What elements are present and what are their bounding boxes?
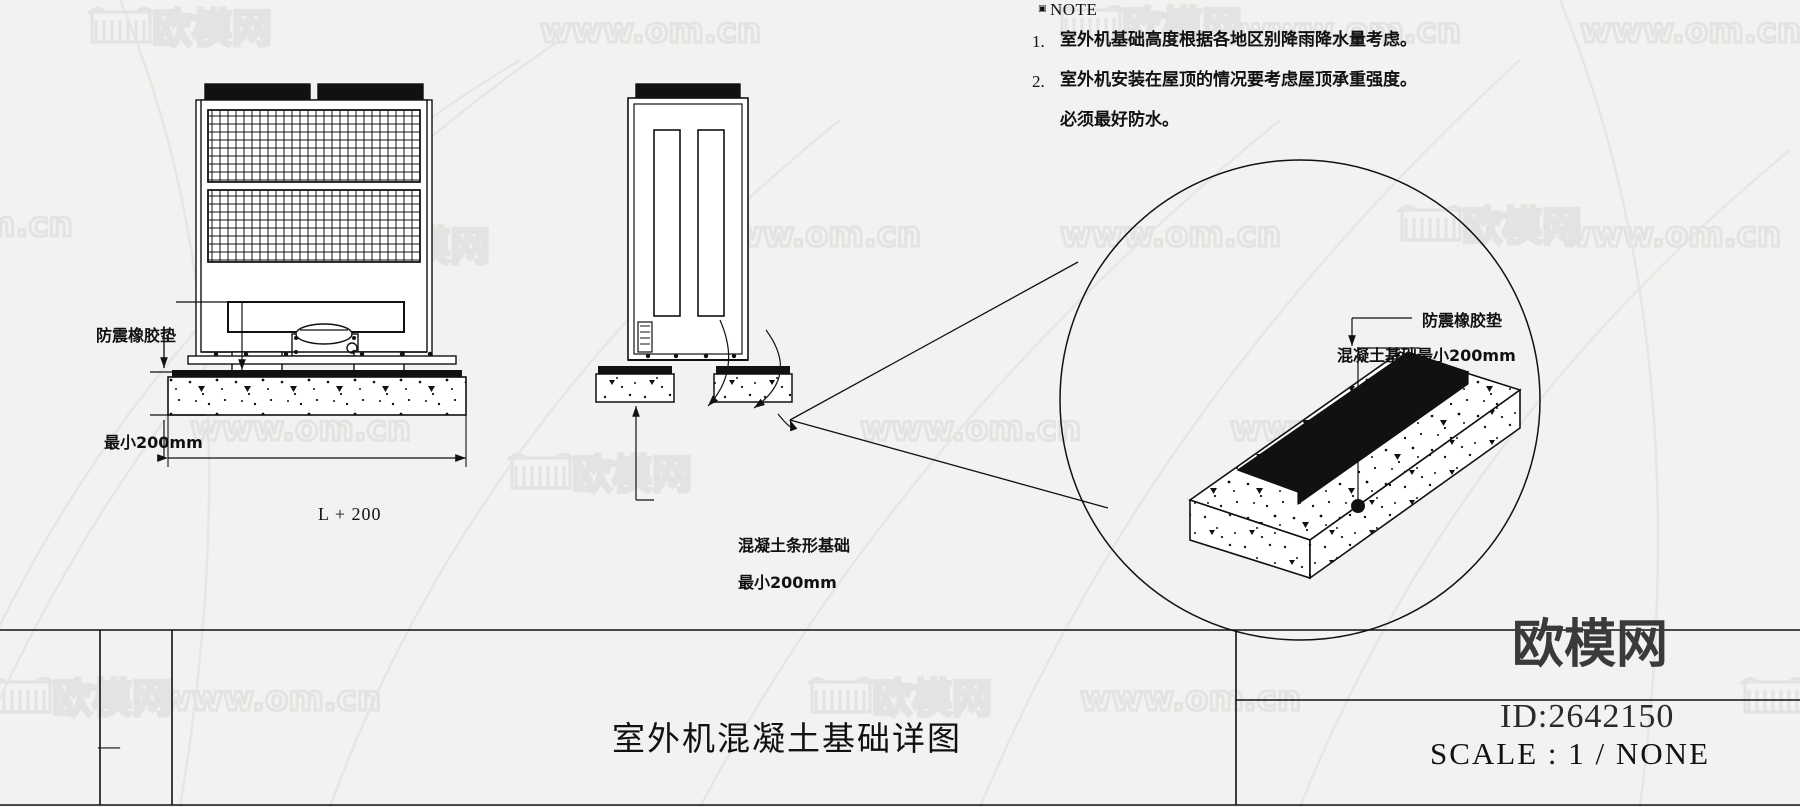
brand-logo-text: 欧模网 bbox=[1512, 615, 1669, 675]
svg-text:www.om.cn: www.om.cn bbox=[1580, 11, 1800, 51]
label-strip-footing: 混凝土条形基础 bbox=[738, 536, 851, 555]
label-rubber-pad-front: 防震橡胶垫 bbox=[96, 326, 177, 345]
label-concrete-base-detail: 混凝土基础最小200mm bbox=[1337, 346, 1516, 365]
title-block bbox=[0, 629, 1800, 806]
svg-text:www.om.cn: www.om.cn bbox=[160, 679, 381, 719]
note-3-text: 必须最好防水。 bbox=[1060, 110, 1179, 130]
side-elevation-unit bbox=[595, 83, 793, 501]
svg-text:www.om.cn: www.om.cn bbox=[1060, 215, 1281, 255]
label-strip-footing-depth: 最小200mm bbox=[738, 573, 837, 592]
note-1-text: 室外机基础高度根据各地区别降雨降水量考虑。 bbox=[1060, 30, 1417, 50]
note-1-number: 1. bbox=[1032, 32, 1045, 51]
drawing-id: ID:2642150 bbox=[1500, 698, 1675, 735]
svg-text:欧模网: 欧模网 bbox=[1122, 4, 1242, 50]
label-overall-width: L + 200 bbox=[318, 504, 382, 524]
note-2-text: 室外机安装在屋顶的情况要考虑屋顶承重强度。 bbox=[1060, 70, 1417, 90]
svg-text:欧模网: 欧模网 bbox=[872, 676, 992, 722]
drawing-scale: SCALE : 1 / NONE bbox=[1430, 736, 1710, 771]
svg-text:欧模网: 欧模网 bbox=[572, 452, 692, 498]
title-block-revision: — bbox=[98, 733, 120, 758]
svg-text:m.cn: m.cn bbox=[0, 205, 73, 245]
svg-text:www.om.cn: www.om.cn bbox=[1560, 215, 1781, 255]
svg-text:www.om.cn: www.om.cn bbox=[860, 409, 1081, 449]
svg-text:欧模网: 欧模网 bbox=[52, 676, 172, 722]
svg-text:欧模网: 欧模网 bbox=[152, 6, 272, 52]
note-bullet-icon: ▣ bbox=[1038, 3, 1047, 13]
label-min-height-front: 最小200mm bbox=[104, 433, 203, 452]
enlarged-detail bbox=[777, 159, 1541, 641]
note-2-number: 2. bbox=[1032, 72, 1045, 91]
notes-heading: NOTE bbox=[1050, 0, 1098, 19]
svg-text:www.om.cn: www.om.cn bbox=[1080, 679, 1301, 719]
svg-text:www.om.cn: www.om.cn bbox=[540, 11, 761, 51]
drawing-title: 室外机混凝土基础详图 bbox=[612, 719, 962, 758]
svg-text:www.om.cn: www.om.cn bbox=[1240, 11, 1461, 51]
front-elevation-unit bbox=[150, 83, 467, 467]
label-rubber-pad-detail: 防震橡胶垫 bbox=[1422, 311, 1503, 330]
